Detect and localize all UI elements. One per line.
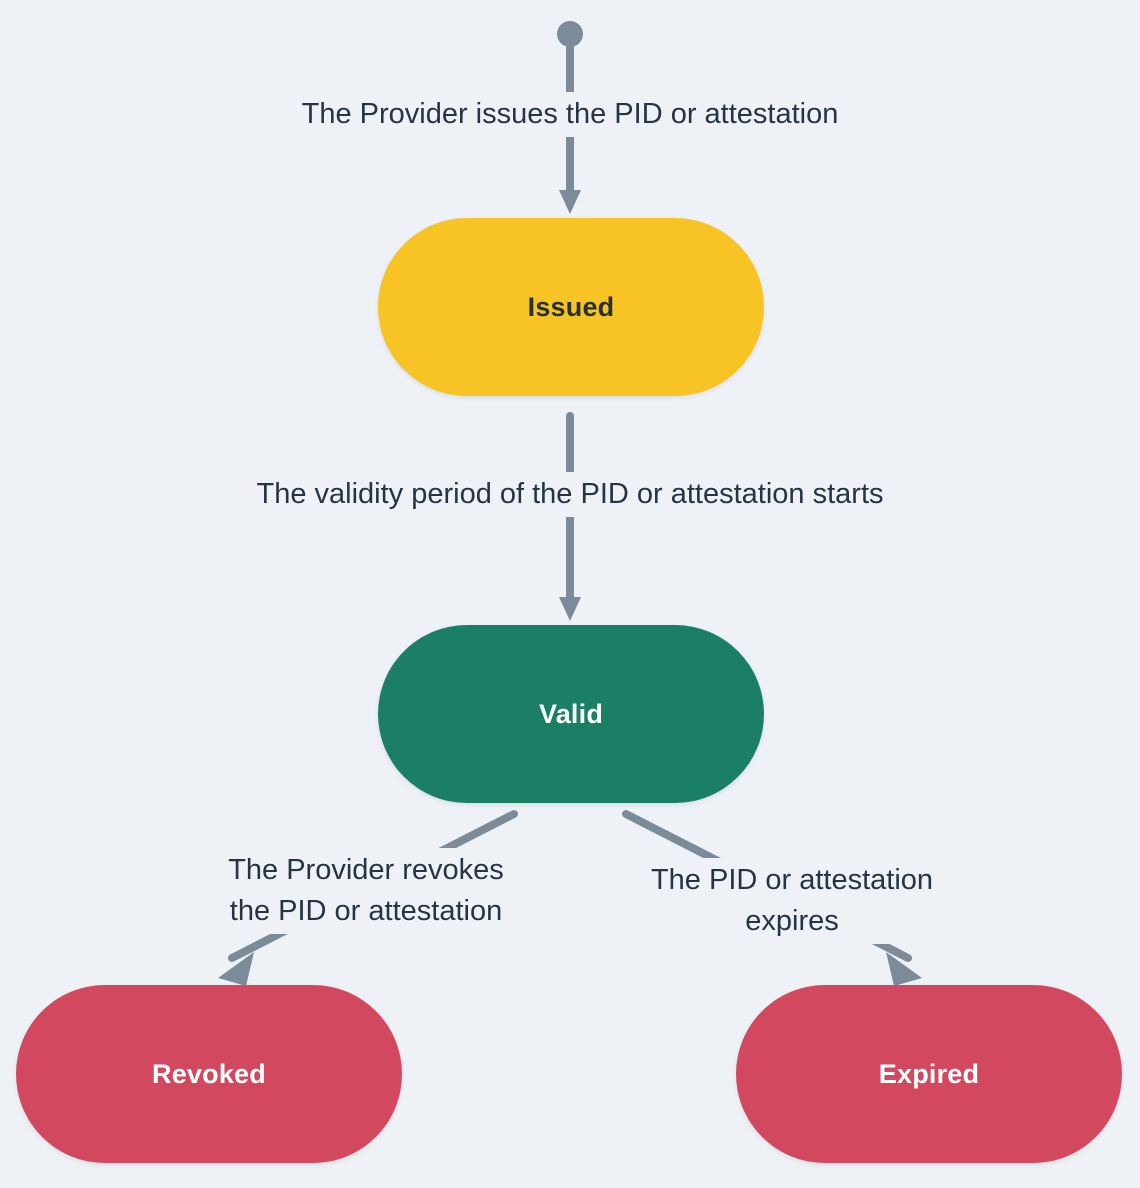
arrowhead-to-expired bbox=[886, 952, 922, 986]
state-node-revoked[interactable]: Revoked bbox=[16, 985, 402, 1163]
arrowhead-to-valid bbox=[559, 597, 581, 621]
edge-label-expire: The PID or attestation expires bbox=[606, 858, 978, 945]
state-node-valid-label: Valid bbox=[538, 698, 604, 729]
edge-label-revoke: The Provider revokes the PID or attestat… bbox=[180, 848, 552, 935]
edge-label-issue: The Provider issues the PID or attestati… bbox=[236, 92, 904, 138]
state-node-expired[interactable]: Expired bbox=[736, 985, 1122, 1163]
edge-label-validity: The validity period of the PID or attest… bbox=[176, 472, 964, 518]
edge-issued-to-valid bbox=[559, 412, 581, 621]
arrowhead-to-revoked bbox=[218, 952, 254, 986]
arrowhead-to-issued bbox=[559, 190, 581, 214]
state-node-issued[interactable]: Issued bbox=[378, 218, 764, 396]
state-node-revoked-label: Revoked bbox=[152, 1058, 266, 1089]
state-node-issued-label: Issued bbox=[527, 291, 615, 322]
start-node-circle bbox=[557, 21, 583, 47]
state-node-valid[interactable]: Valid bbox=[378, 625, 764, 803]
state-node-expired-label: Expired bbox=[878, 1058, 980, 1089]
